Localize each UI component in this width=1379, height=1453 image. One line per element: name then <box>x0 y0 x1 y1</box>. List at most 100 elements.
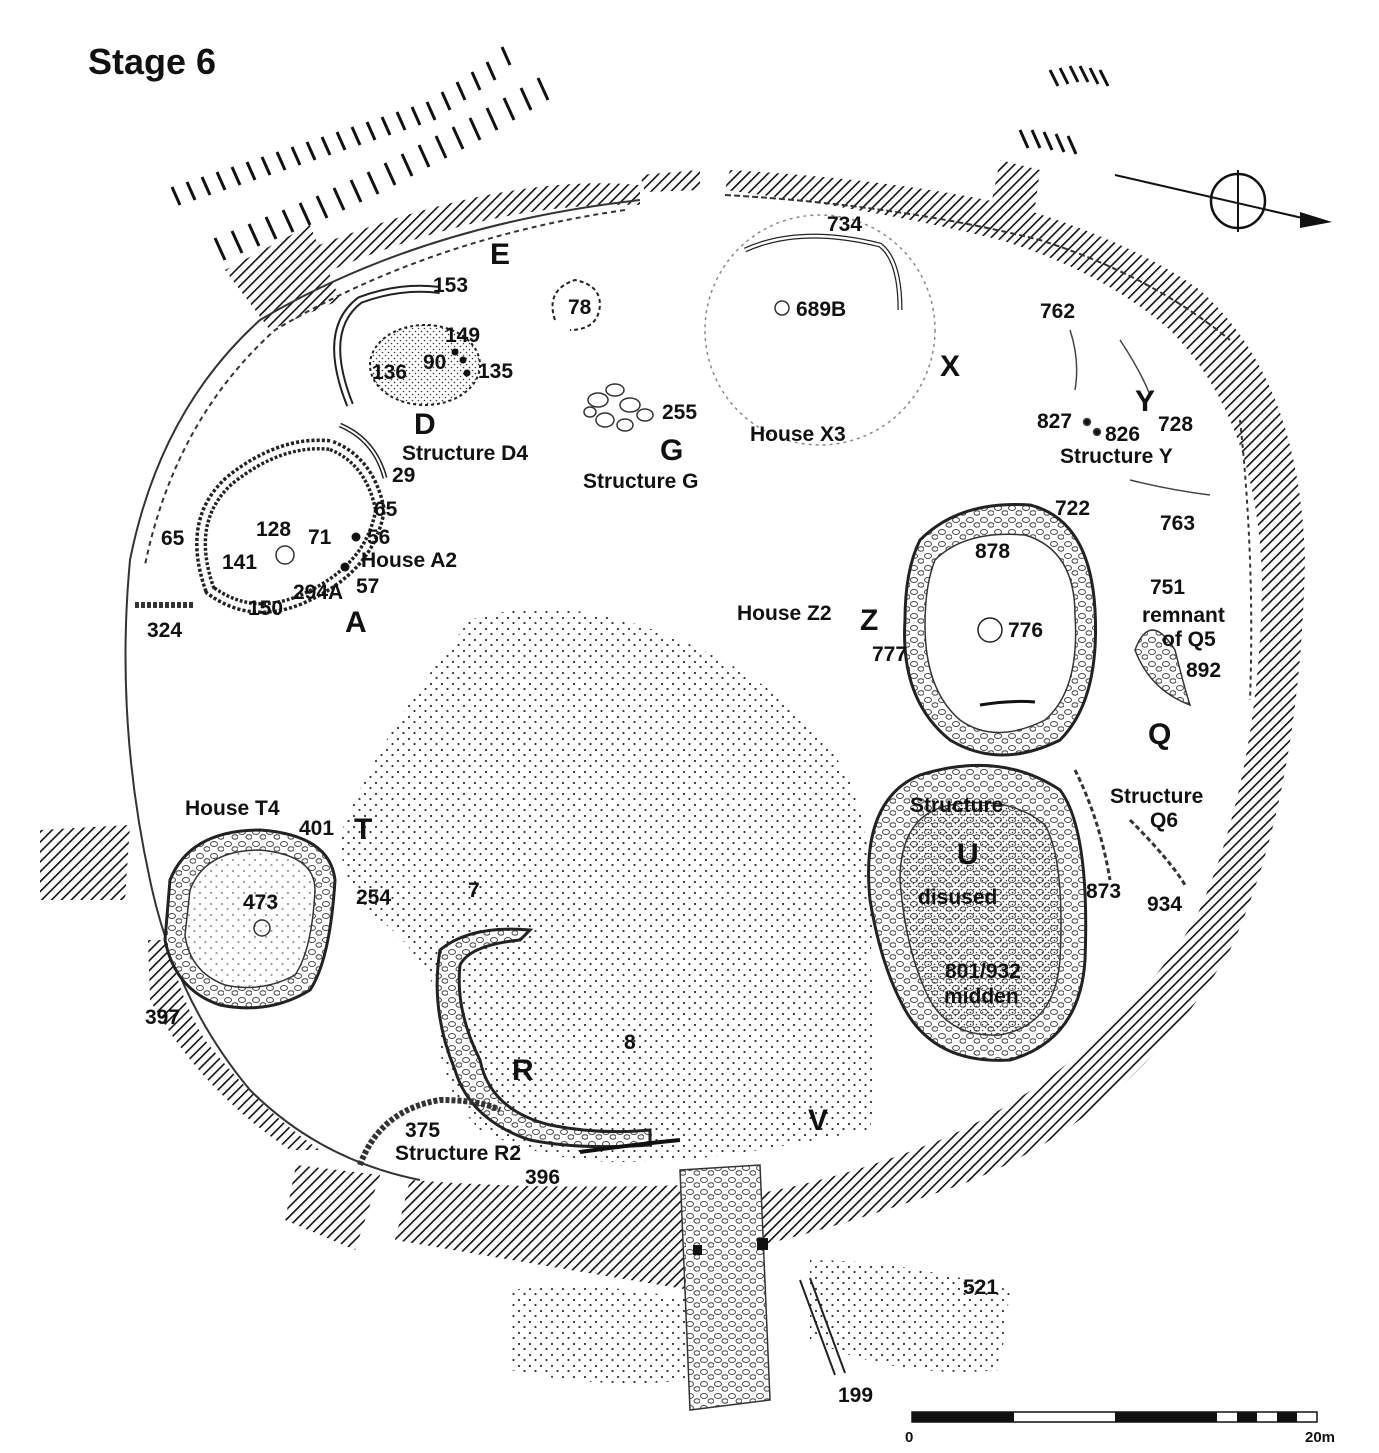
feature-149: 149 <box>445 324 481 347</box>
feature-57: 57 <box>356 575 380 598</box>
label-structure-u: Structure <box>910 794 1004 817</box>
feature-777: 777 <box>872 643 908 666</box>
feature-892: 892 <box>1186 659 1222 682</box>
zone-z: Z <box>860 604 879 637</box>
structure-y-stones <box>1069 329 1211 496</box>
zone-y: Y <box>1135 385 1156 418</box>
drain-199 <box>799 1277 846 1376</box>
feature-827: 827 <box>1037 410 1073 433</box>
label-midden: midden <box>944 985 1019 1008</box>
feature-8: 8 <box>624 1031 636 1054</box>
feature-56: 56 <box>367 526 391 549</box>
hearth-141 <box>275 545 295 565</box>
label-structure-r2: Structure R2 <box>395 1142 522 1165</box>
structure-q6-wall <box>1073 769 1187 886</box>
feature-65-west: 65 <box>161 527 185 550</box>
hearth-473 <box>253 919 271 937</box>
feature-396: 396 <box>525 1166 561 1189</box>
feature-294a: 294A <box>293 581 344 604</box>
feature-734: 734 <box>827 213 863 236</box>
south-spread-left <box>510 1286 690 1384</box>
scale-end: 20m <box>1305 1429 1336 1446</box>
feature-728: 728 <box>1158 413 1194 436</box>
label-of-q5: of Q5 <box>1162 628 1216 651</box>
entrance-passage <box>679 1164 771 1411</box>
feature-722: 722 <box>1055 497 1091 520</box>
label-structure-q6: Structure <box>1110 785 1204 808</box>
feature-762: 762 <box>1040 300 1076 323</box>
feature-473: 473 <box>243 891 279 914</box>
hearth-689b <box>774 300 790 316</box>
feature-397: 397 <box>145 1006 181 1029</box>
feature-7: 7 <box>468 879 480 902</box>
label-structure-d4: Structure D4 <box>402 442 529 465</box>
feature-78 <box>551 278 602 331</box>
feature-255: 255 <box>662 401 698 424</box>
feature-934: 934 <box>1147 893 1183 916</box>
feature-128: 128 <box>256 518 292 541</box>
label-house-x3: House X3 <box>750 423 846 446</box>
feature-751: 751 <box>1150 576 1186 599</box>
structure-r-wall <box>435 927 652 1149</box>
scale-start: 0 <box>905 1429 914 1446</box>
entrance-post-left <box>693 1245 702 1255</box>
feature-254: 254 <box>356 886 392 909</box>
feature-878: 878 <box>975 540 1011 563</box>
feature-521: 521 <box>963 1276 999 1299</box>
feature-776: 776 <box>1008 619 1044 642</box>
structure-d4-floor <box>369 324 481 406</box>
zone-e: E <box>490 238 511 271</box>
structure-r2-wall <box>357 1096 502 1167</box>
label-house-t4: House T4 <box>185 797 280 820</box>
feature-199: 199 <box>838 1384 874 1407</box>
feature-763: 763 <box>1160 512 1196 535</box>
structure-g-stones <box>583 383 654 432</box>
feature-136: 136 <box>372 361 408 384</box>
midden-fill <box>899 801 1062 1036</box>
zone-q: Q <box>1148 718 1172 751</box>
feature-826: 826 <box>1105 423 1141 446</box>
central-spread <box>341 608 875 1162</box>
feature-29: 29 <box>392 464 416 487</box>
enclosure-bank <box>40 160 1305 1290</box>
feature-65-north: 65 <box>374 498 398 521</box>
feature-71: 71 <box>308 526 332 549</box>
ditch-hachures <box>170 46 1110 261</box>
feature-873: 873 <box>1086 880 1122 903</box>
zone-r: R <box>512 1054 534 1087</box>
label-structure-g: Structure G <box>583 470 699 493</box>
label-structure-y: Structure Y <box>1060 445 1173 468</box>
feature-401: 401 <box>299 817 335 840</box>
label-q6: Q6 <box>1150 809 1179 832</box>
zone-x: X <box>940 350 961 383</box>
feature-78: 78 <box>568 296 592 319</box>
feature-135: 135 <box>478 360 514 383</box>
feature-375: 375 <box>405 1119 441 1142</box>
north-arrow-icon <box>1114 170 1332 232</box>
house-x3-outline <box>704 214 936 446</box>
page-title: Stage 6 <box>88 41 217 82</box>
zone-t: T <box>354 813 373 846</box>
label-remnant: remnant <box>1142 604 1225 627</box>
feature-150: 150 <box>248 597 284 620</box>
enclosure-wall <box>124 194 1253 1181</box>
entrance-post-right <box>757 1238 768 1250</box>
remnant-q5 <box>1134 629 1192 707</box>
zone-d: D <box>414 408 436 441</box>
label-house-z2: House Z2 <box>737 602 832 625</box>
zone-a: A <box>345 606 367 639</box>
label-midden-number: 801/932 <box>945 960 1021 983</box>
feature-90: 90 <box>423 351 447 374</box>
feature-153: 153 <box>433 274 469 297</box>
feature-141: 141 <box>222 551 258 574</box>
hearth-776 <box>977 617 1003 643</box>
label-disused: disused <box>918 886 998 909</box>
scale-bar <box>911 1411 1318 1423</box>
zone-g: G <box>660 434 684 467</box>
feature-324: 324 <box>147 619 183 642</box>
zone-u: U <box>957 838 979 871</box>
label-house-a2: House A2 <box>361 549 458 572</box>
feature-689b: 689B <box>796 298 847 321</box>
south-spread-right <box>810 1260 1010 1372</box>
